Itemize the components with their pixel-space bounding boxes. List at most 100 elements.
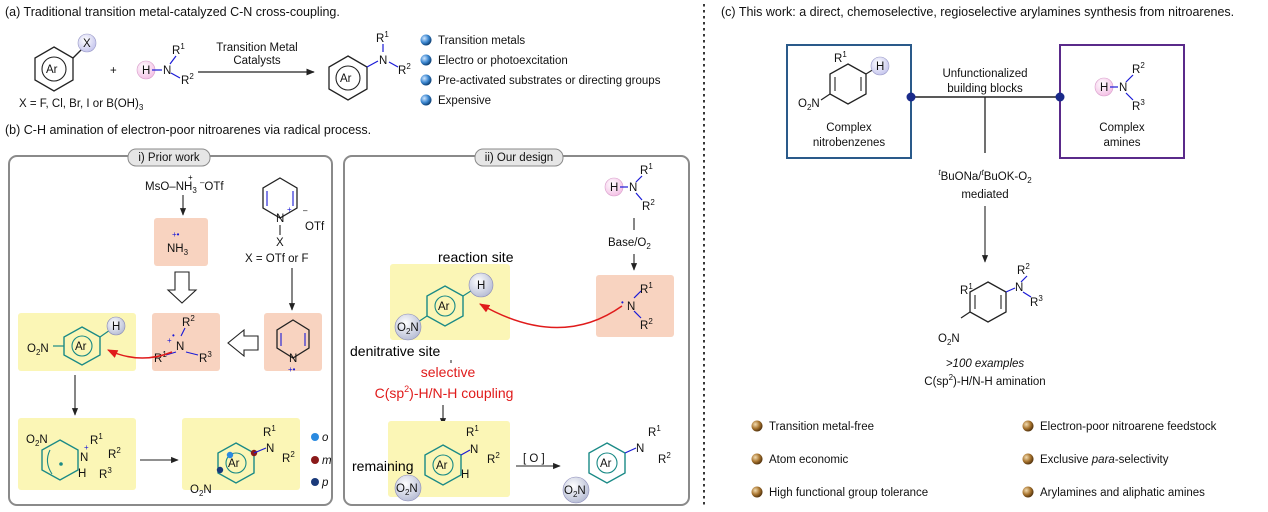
svg-text:R2: R2 — [1017, 262, 1030, 277]
feature-item-para: Exclusive para-selectivity — [1040, 454, 1169, 466]
left-box-label-2: nitrobenzenes — [813, 137, 885, 149]
remaining-label: remaining — [352, 458, 413, 474]
x-label: X — [83, 38, 91, 50]
catalyst-label-2: Catalysts — [233, 55, 281, 67]
hollow-arrow-left — [227, 328, 259, 358]
bullet-icon — [420, 54, 432, 66]
svg-text:NH3: NH3 — [167, 243, 189, 257]
nitroarene-design: Ar H O2N — [394, 272, 494, 341]
legend-para-dot — [311, 478, 319, 486]
x-definition: X = F, Cl, Br, I or B(OH)3 — [19, 98, 144, 112]
svg-text:–: – — [303, 206, 308, 215]
ar-label: Ar — [46, 64, 58, 76]
svg-text:N: N — [629, 182, 637, 194]
svg-text:R1: R1 — [376, 30, 389, 45]
feature-bullet-icon — [1022, 486, 1034, 498]
svg-text:H: H — [610, 182, 618, 194]
legend-ortho-dot — [311, 433, 319, 441]
product-arylamine: Ar N R1 R2 — [328, 30, 411, 101]
our-design-title: ii) Our design — [485, 152, 553, 164]
nitroarene-box-prior — [18, 313, 136, 371]
svg-text:X: X — [276, 237, 284, 249]
denitrative-site-label: denitrative site — [350, 343, 440, 359]
svg-text:N: N — [289, 353, 297, 365]
bullet-icon — [420, 74, 432, 86]
amination-label: C(sp2)-H/N-H amination — [924, 373, 1045, 388]
svg-text:H: H — [78, 468, 86, 480]
svg-text:R1: R1 — [960, 282, 973, 297]
legend-meta-dot — [311, 456, 319, 464]
amine-box — [1059, 44, 1185, 159]
radical-attack-arrow — [107, 349, 173, 359]
svg-text:OTf: OTf — [305, 221, 325, 233]
center-label-1: Unfunctionalized — [942, 68, 1027, 80]
omp-legend: o m p — [311, 432, 332, 489]
amine-top: H N R1 R2 — [604, 162, 655, 213]
svg-text:N: N — [1119, 82, 1127, 94]
bullet-item: Expensive — [438, 95, 491, 107]
svg-text:+: + — [287, 205, 292, 214]
feature-item: Arylamines and aliphatic amines — [1040, 487, 1205, 499]
connector-node-right — [1055, 92, 1065, 102]
svg-text:+: + — [188, 173, 193, 182]
amidyl-radical-box — [596, 275, 674, 337]
svg-text:O2N: O2N — [938, 333, 960, 347]
svg-text:Ar: Ar — [438, 301, 450, 313]
right-box-label-1: Complex — [1099, 122, 1145, 134]
denitrative-site-icon — [394, 313, 422, 341]
connector-node-left — [906, 92, 916, 102]
hollow-arrow-down — [166, 271, 198, 304]
feature-item: Atom economic — [769, 454, 849, 466]
center-label-2: building blocks — [947, 83, 1023, 95]
amine-structure: H N R2 R3 — [1094, 61, 1145, 113]
arx-benzene: X Ar — [34, 33, 97, 92]
amine-reagent: H N R1 R2 — [136, 42, 194, 87]
aminium-box — [152, 313, 220, 371]
design-intermediate-box — [388, 421, 510, 497]
svg-text:O2N: O2N — [798, 98, 820, 112]
bullet-item: Transition metals — [438, 35, 525, 47]
product-structure-c: R1 N R2 R3 O2N — [938, 262, 1043, 347]
prior-work-title: i) Prior work — [138, 152, 200, 164]
feature-bullet-icon — [1022, 420, 1034, 432]
mediated-label: mediated — [961, 189, 1008, 201]
svg-text:H: H — [477, 280, 485, 292]
svg-text:o: o — [322, 432, 329, 444]
x-highlight-icon — [77, 33, 97, 53]
svg-text:O2N: O2N — [26, 434, 48, 448]
section-a-bullets: Transition metals Electro or photoexcita… — [420, 34, 661, 107]
bullet-item: Electro or photoexcitation — [438, 55, 568, 67]
mediator-label: tBuONa/tBuOK-O2 — [938, 168, 1032, 185]
svg-text:H: H — [112, 321, 120, 333]
svg-text:O2N: O2N — [27, 343, 49, 357]
h-label: H — [142, 65, 150, 77]
feature-item: High functional group tolerance — [769, 487, 928, 499]
h-site-icon — [106, 316, 126, 336]
oxidation-label: [ O ] — [523, 453, 545, 465]
svg-text:R3: R3 — [1030, 294, 1043, 309]
svg-text:R2: R2 — [642, 198, 655, 213]
coupling-label: C(sp2)-H/N-H coupling — [375, 384, 514, 401]
svg-text:H: H — [461, 469, 469, 481]
amidyl-attack-arrow — [479, 303, 623, 329]
catalyst-label-1: Transition Metal — [216, 42, 297, 54]
feature-item: Transition metal-free — [769, 421, 874, 433]
right-box-label-2: amines — [1103, 137, 1140, 149]
reaction-site-label: reaction site — [438, 249, 514, 265]
nitroarene-prior: Ar O2N H — [27, 316, 126, 366]
svg-text:+: + — [84, 443, 89, 452]
svg-text:R2: R2 — [181, 72, 194, 87]
plus-sign: + — [110, 65, 117, 77]
svg-text:Ar: Ar — [228, 458, 240, 470]
svg-text:+•: +• — [172, 230, 180, 239]
svg-text:N: N — [379, 55, 387, 67]
bullet-icon — [420, 94, 432, 106]
svg-text:+: + — [167, 336, 172, 345]
base-o2-label: Base/O2 — [608, 237, 651, 251]
selective-label: selective — [421, 364, 476, 380]
feature-item: Electron-poor nitroarene feedstock — [1040, 421, 1217, 433]
pyridine-radical-box — [264, 313, 322, 371]
svg-text:+•: +• — [288, 365, 296, 374]
svg-text:N: N — [80, 452, 88, 464]
